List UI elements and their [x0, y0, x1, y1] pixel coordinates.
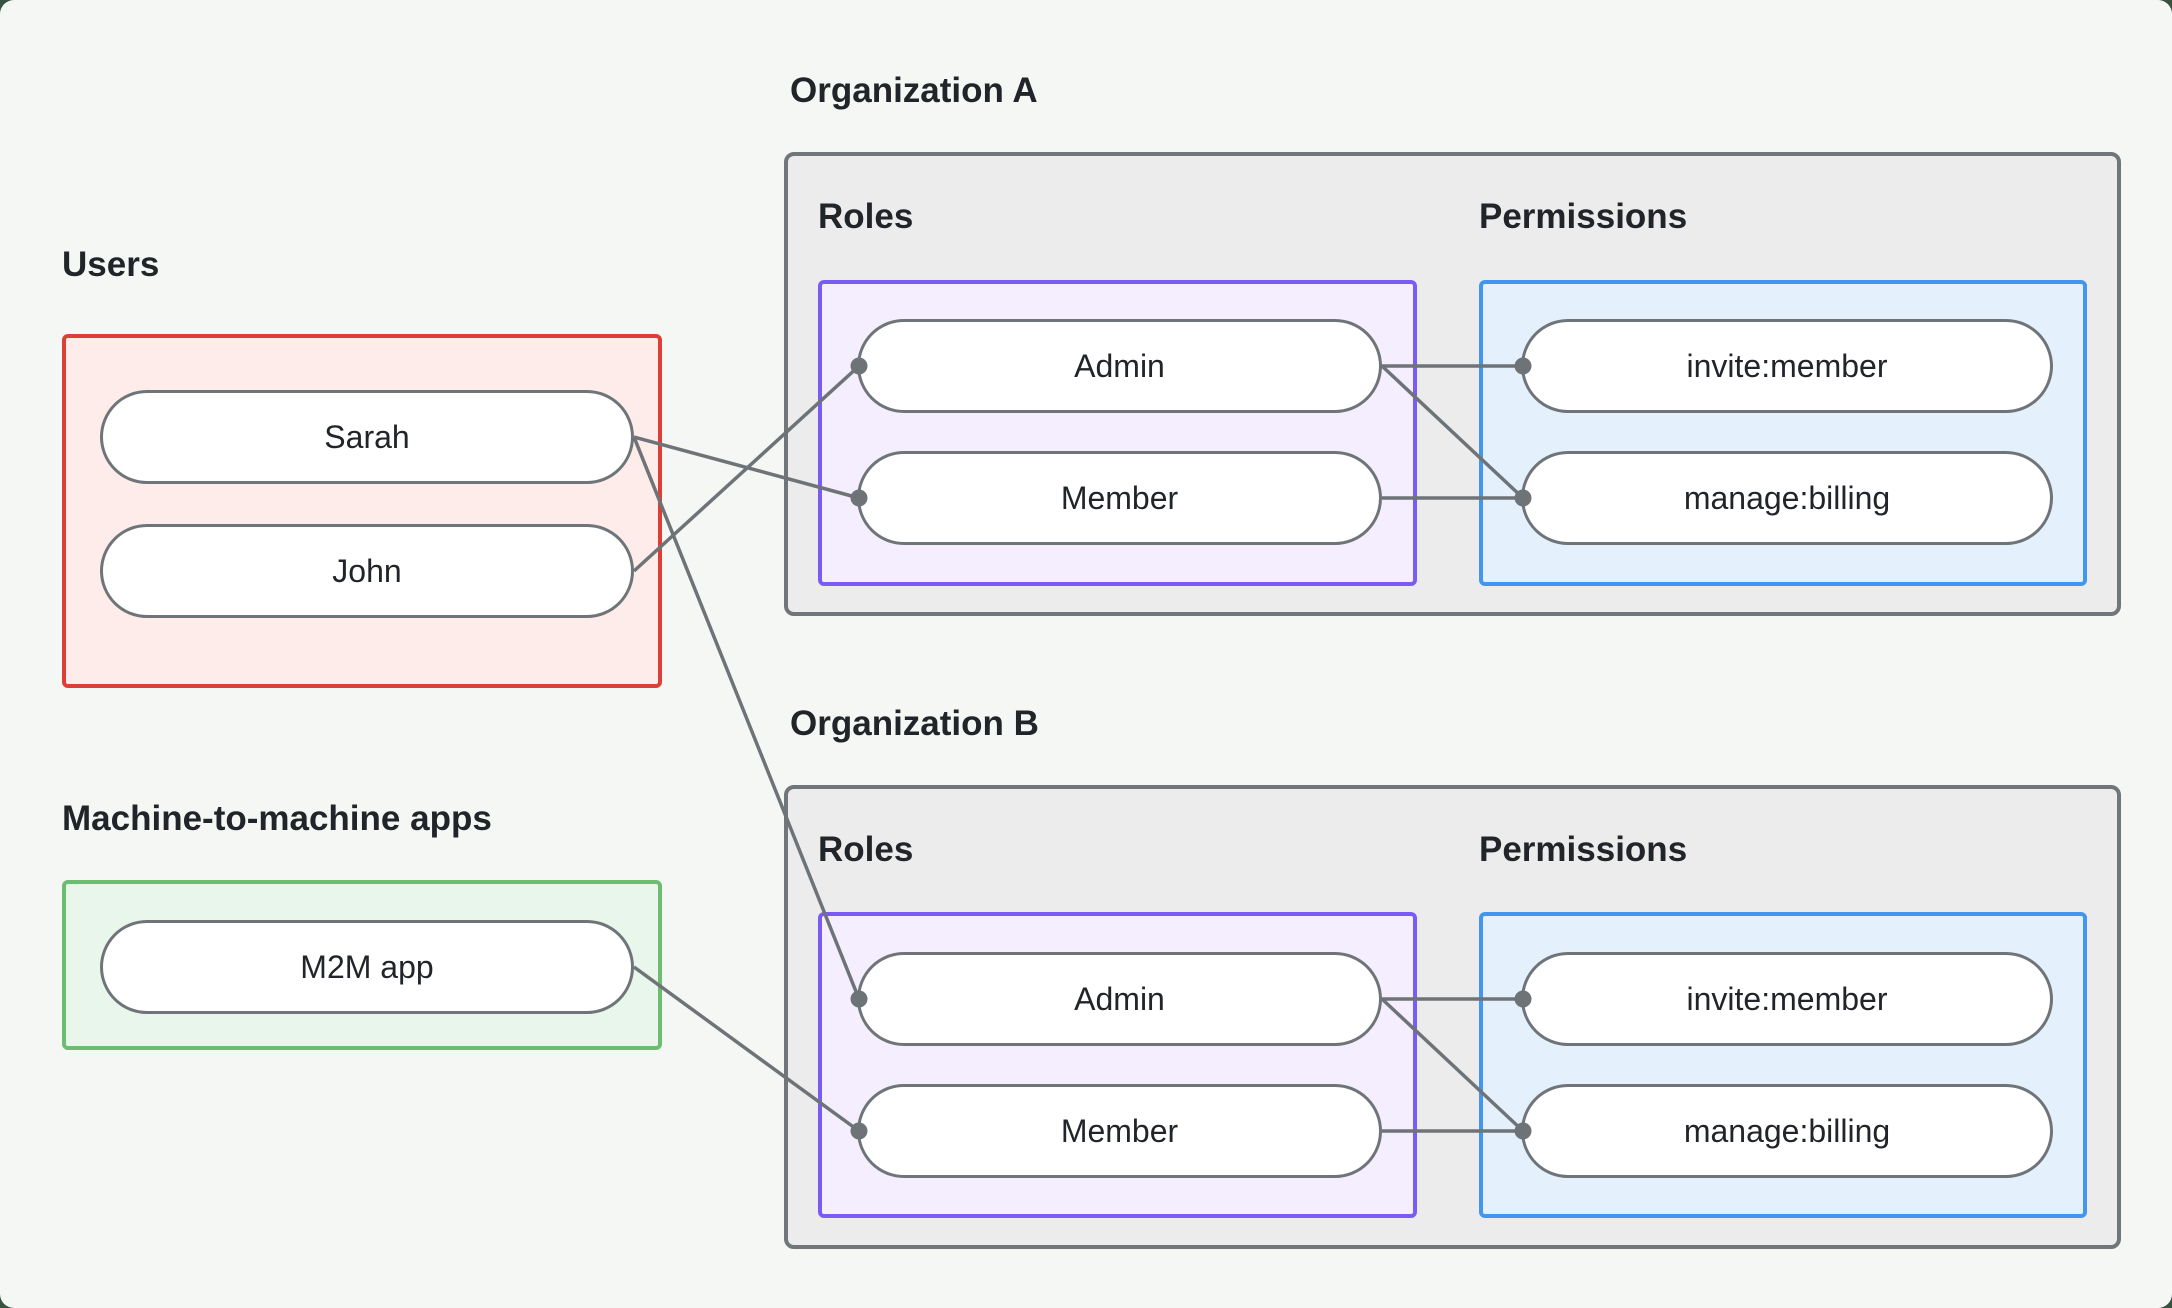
pill-org-a-permission-manage-billing: manage:billing	[1521, 451, 2053, 545]
pill-org-a-permission-invite-member: invite:member	[1521, 319, 2053, 413]
pill-org-b-role-admin: Admin	[857, 952, 1382, 1046]
pill-org-b-permission-manage-billing: manage:billing	[1521, 1084, 2053, 1178]
pill-m2m-app: M2M app	[100, 920, 634, 1014]
org-a-label: Organization A	[790, 71, 1038, 110]
pill-org-a-role-admin: Admin	[857, 319, 1382, 413]
pill-user-sarah: Sarah	[100, 390, 634, 484]
org-b-roles-label: Roles	[818, 830, 914, 869]
pill-user-john: John	[100, 524, 634, 618]
m2m-group-label: Machine-to-machine apps	[62, 799, 492, 838]
pill-org-b-role-member: Member	[857, 1084, 1382, 1178]
users-box	[62, 334, 662, 688]
org-b-label: Organization B	[790, 704, 1039, 743]
pill-org-a-role-member: Member	[857, 451, 1382, 545]
org-a-roles-label: Roles	[818, 197, 914, 236]
users-group-label: Users	[62, 245, 160, 284]
org-b-permissions-label: Permissions	[1479, 830, 1688, 869]
pill-org-b-permission-invite-member: invite:member	[1521, 952, 2053, 1046]
org-a-permissions-label: Permissions	[1479, 197, 1688, 236]
